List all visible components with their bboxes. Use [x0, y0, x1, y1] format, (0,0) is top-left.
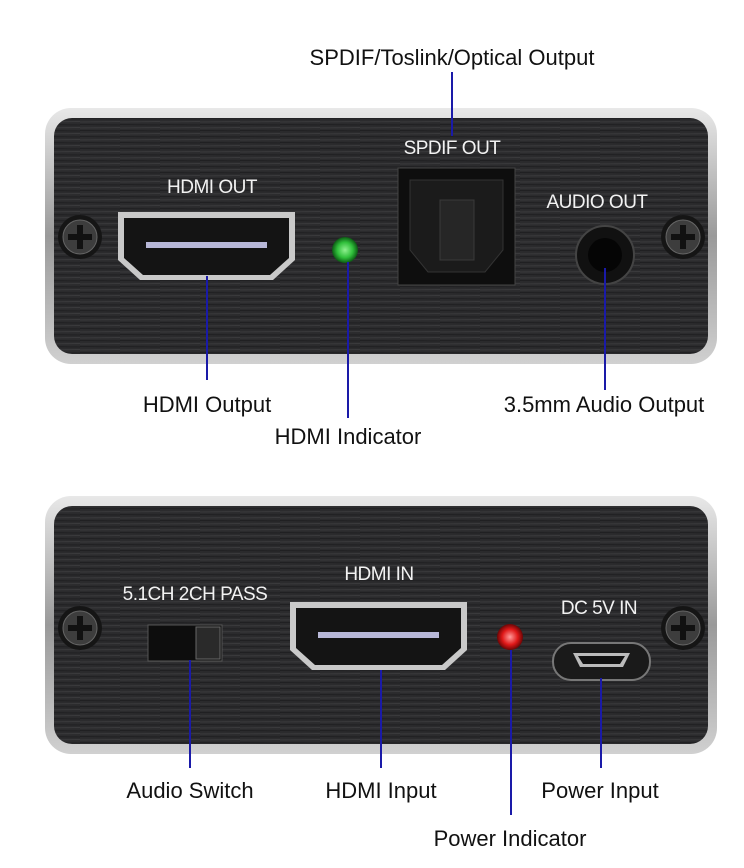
callout-hdmi-input: HDMI Input: [325, 778, 436, 803]
callout-audio-output: 3.5mm Audio Output: [504, 392, 705, 417]
micro-usb-port: [552, 642, 651, 681]
power-indicator-led: [497, 624, 523, 650]
audio-out-label: AUDIO OUT: [546, 192, 648, 213]
top-panel: HDMI OUT SPDIF OUT AUDIO OUT: [45, 108, 717, 364]
callout-audio-switch: Audio Switch: [126, 778, 253, 803]
callout-hdmi-indicator: HDMI Indicator: [275, 424, 422, 449]
callout-spdif-output: SPDIF/Toslink/Optical Output: [310, 45, 595, 70]
screw-icon: [660, 605, 706, 651]
hdmi-out-label: HDMI OUT: [167, 177, 258, 198]
hdmi-indicator-led: [332, 237, 358, 263]
screw-icon: [660, 214, 706, 260]
hdmi-in-label: HDMI IN: [344, 564, 413, 585]
audio-switch: [147, 624, 223, 662]
screw-icon: [57, 605, 103, 651]
audio-jack: [575, 225, 635, 285]
spdif-out-label: SPDIF OUT: [404, 138, 502, 159]
hdmi-input-port: [290, 602, 467, 670]
screw-icon: [57, 214, 103, 260]
optical-port: [397, 167, 516, 286]
switch-label: 5.1CH 2CH PASS: [123, 584, 268, 605]
bottom-panel: 5.1CH 2CH PASS HDMI IN DC 5V IN: [45, 496, 717, 754]
hdmi-output-port: [118, 212, 295, 280]
callout-power-input: Power Input: [541, 778, 658, 803]
dc-in-label: DC 5V IN: [561, 598, 637, 619]
callout-hdmi-output: HDMI Output: [143, 392, 271, 417]
callout-power-indicator: Power Indicator: [434, 826, 587, 851]
